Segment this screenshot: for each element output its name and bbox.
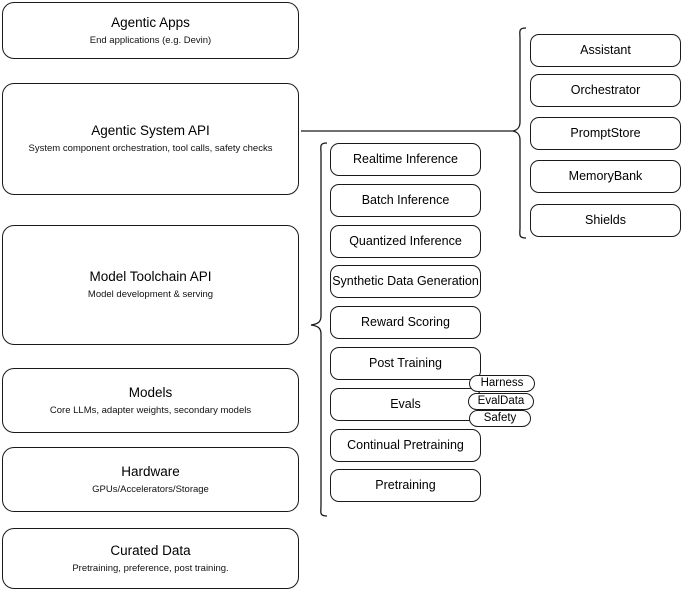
brace-toolchain-capabilities [310,142,328,517]
capability-box-batch-inference[interactable]: Batch Inference [330,184,481,217]
capability-box-evals[interactable]: Evals [330,388,481,421]
layer-subtitle: Core LLMs, adapter weights, secondary mo… [49,404,252,416]
component-box-assistant[interactable]: Assistant [530,34,681,67]
capability-label: Pretraining [375,478,436,492]
component-box-promptstore[interactable]: PromptStore [530,117,681,150]
layer-card-model-toolchain-api[interactable]: Model Toolchain API Model development & … [2,225,299,345]
capability-label: Reward Scoring [361,315,450,329]
component-label: Shields [585,213,626,227]
capability-box-pretraining[interactable]: Pretraining [330,469,481,502]
evals-pill-label: Safety [483,412,517,424]
brace-agentic-system-components [512,27,527,239]
component-label: MemoryBank [568,169,643,183]
component-box-shields[interactable]: Shields [530,204,681,237]
evals-pill-harness[interactable]: Harness [469,375,535,392]
layer-card-curated-data[interactable]: Curated Data Pretraining, preference, po… [2,528,299,589]
layer-subtitle: End applications (e.g. Devin) [89,34,212,46]
capability-label: Quantized Inference [349,234,462,248]
capability-box-post-training[interactable]: Post Training [330,347,481,380]
layer-subtitle: GPUs/Accelerators/Storage [92,483,209,495]
evals-pill-safety[interactable]: Safety [469,410,531,427]
layer-subtitle: System component orchestration, tool cal… [28,143,273,154]
evals-pill-label: EvalData [477,395,525,407]
component-box-orchestrator[interactable]: Orchestrator [530,74,681,107]
capability-label: Evals [390,397,421,411]
component-label: PromptStore [570,126,641,140]
layer-card-agentic-system-api[interactable]: Agentic System API System component orch… [2,83,299,195]
capability-label: Realtime Inference [353,152,458,166]
capability-box-quantized-inference[interactable]: Quantized Inference [330,225,481,258]
layer-title: Models [128,384,173,400]
layer-card-models[interactable]: Models Core LLMs, adapter weights, secon… [2,368,299,433]
layer-subtitle: Model development & serving [87,289,214,300]
capability-label: Synthetic Data Generation [332,274,479,288]
layer-title: Model Toolchain API [89,269,212,284]
capability-box-synthetic-data-generation[interactable]: Synthetic Data Generation [330,265,481,298]
evals-pill-evaldata[interactable]: EvalData [468,393,534,410]
evals-pill-label: Harness [480,377,524,389]
component-box-memorybank[interactable]: MemoryBank [530,160,681,193]
layer-card-hardware[interactable]: Hardware GPUs/Accelerators/Storage [2,447,299,512]
capability-label: Continual Pretraining [347,438,464,452]
layer-subtitle: Pretraining, preference, post training. [72,562,229,574]
layer-title: Hardware [121,463,180,479]
component-label: Assistant [580,43,631,57]
layer-card-agentic-apps[interactable]: Agentic Apps End applications (e.g. Devi… [2,2,299,59]
capability-box-continual-pretraining[interactable]: Continual Pretraining [330,429,481,462]
layer-title: Curated Data [110,542,191,558]
capability-box-reward-scoring[interactable]: Reward Scoring [330,306,481,339]
capability-label: Post Training [369,356,442,370]
capability-box-realtime-inference[interactable]: Realtime Inference [330,143,481,176]
layer-title: Agentic Apps [111,14,190,30]
capability-label: Batch Inference [361,193,450,207]
layer-title: Agentic System API [91,123,210,138]
component-label: Orchestrator [570,83,641,97]
